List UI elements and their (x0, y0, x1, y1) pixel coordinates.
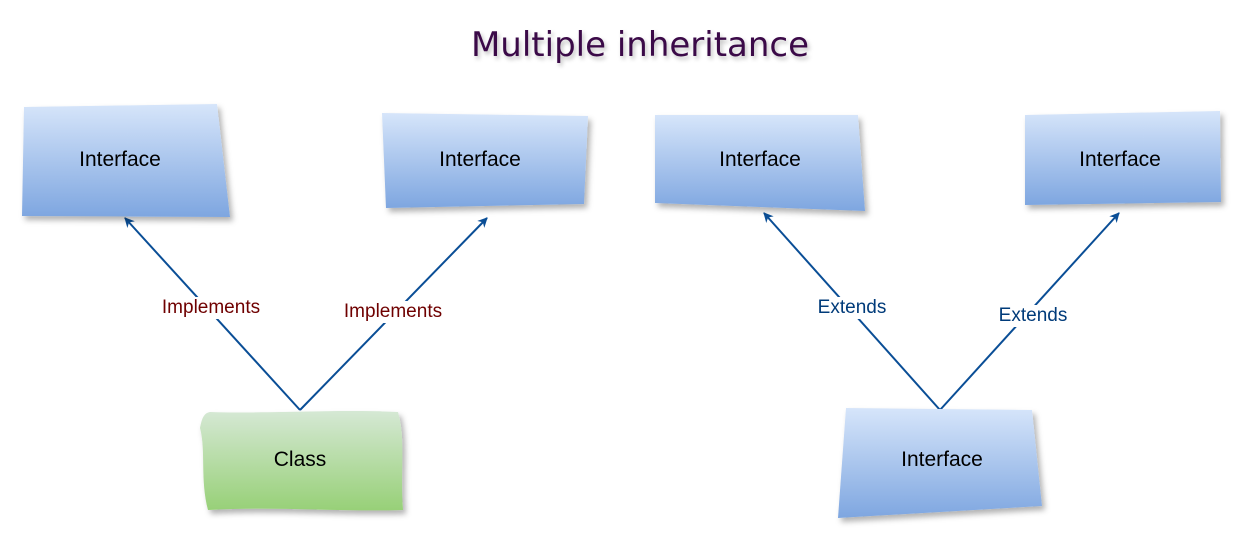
edge-label-extends-1: Extends (815, 297, 889, 319)
interface-label-4: Interface (1079, 148, 1161, 171)
interface-box-1[interactable] (22, 104, 230, 217)
interface-box-child[interactable] (838, 408, 1042, 518)
class-box[interactable] (200, 411, 403, 511)
interface-label-1: Interface (79, 148, 161, 171)
interface-label-3: Interface (719, 148, 801, 171)
interface-child-label: Interface (901, 448, 983, 471)
diagram-title: Multiple inheritance (470, 25, 810, 65)
interface-box-2[interactable] (382, 113, 588, 208)
edge-label-extends-2: Extends (996, 305, 1070, 327)
edges (124, 212, 1120, 411)
edge-label-implements-1: Implements (159, 297, 263, 319)
interface-label-2: Interface (439, 148, 521, 171)
interface-box-4[interactable] (1025, 111, 1221, 205)
class-label: Class (273, 448, 327, 471)
edge-label-implements-2: Implements (341, 301, 445, 323)
interface-box-3[interactable] (655, 115, 865, 211)
